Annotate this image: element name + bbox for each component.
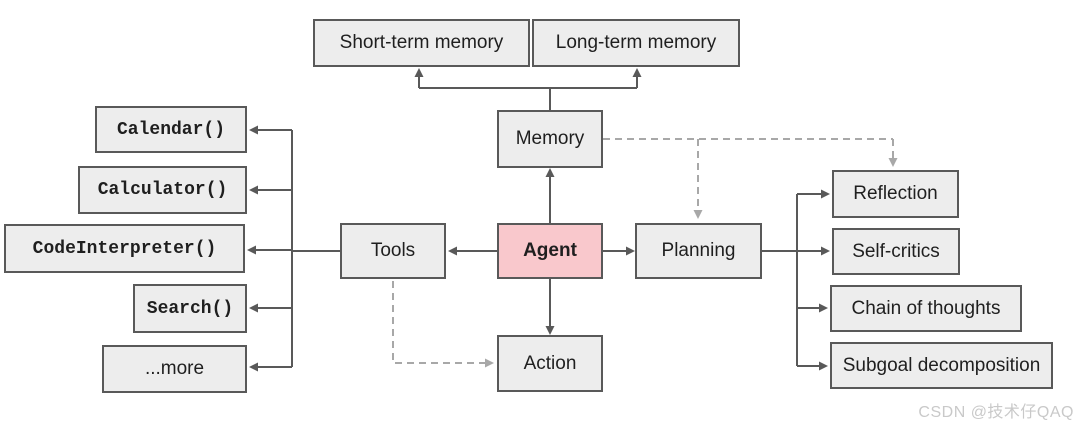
node-more: ...more xyxy=(102,345,247,393)
node-reflection: Reflection xyxy=(832,170,959,218)
node-tools: Tools xyxy=(340,223,446,279)
node-code-interpreter: CodeInterpreter() xyxy=(4,224,245,273)
node-chain-of-thoughts: Chain of thoughts xyxy=(830,285,1022,332)
node-subgoal-decomposition: Subgoal decomposition xyxy=(830,342,1053,389)
node-calculator: Calculator() xyxy=(78,166,247,214)
node-long-term-memory: Long-term memory xyxy=(532,19,740,67)
node-agent: Agent xyxy=(497,223,603,279)
node-planning: Planning xyxy=(635,223,762,279)
node-action: Action xyxy=(497,335,603,392)
node-short-term-memory: Short-term memory xyxy=(313,19,530,67)
node-memory: Memory xyxy=(497,110,603,168)
dashed-connectors xyxy=(392,138,898,368)
node-self-critics: Self-critics xyxy=(832,228,960,275)
node-calendar: Calendar() xyxy=(95,106,247,153)
csdn-watermark: CSDN @技术仔QAQ xyxy=(918,404,1074,421)
node-search: Search() xyxy=(133,284,247,333)
solid-connectors xyxy=(247,68,830,372)
